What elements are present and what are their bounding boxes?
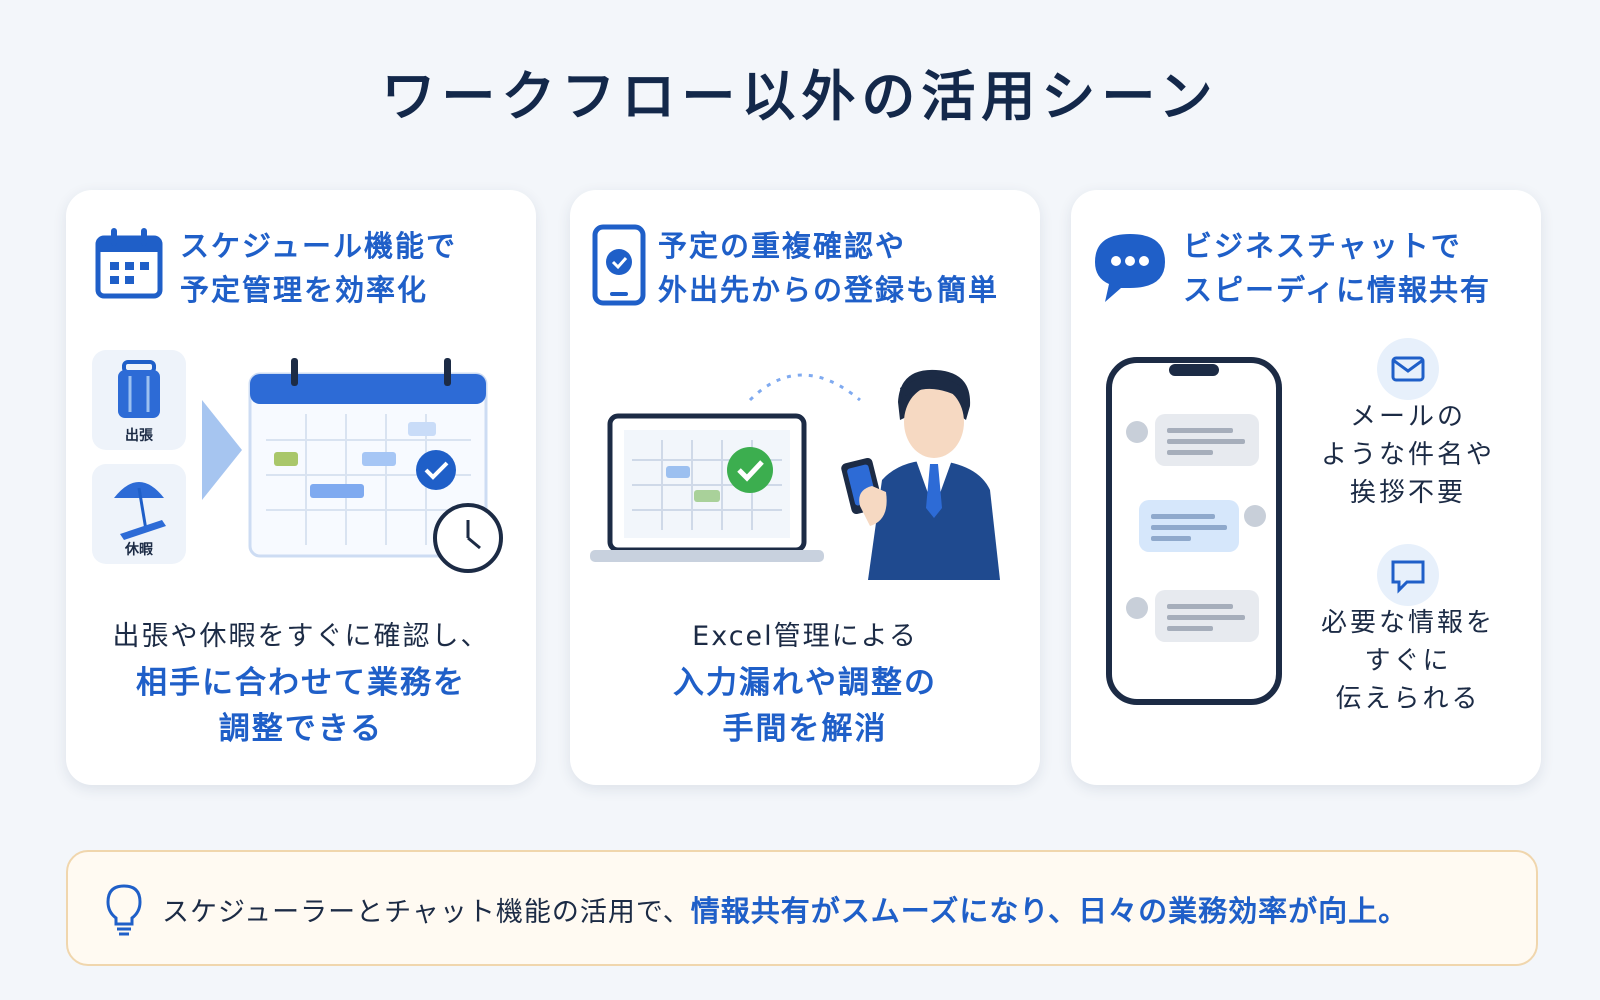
smartphone-check-icon	[592, 224, 646, 306]
sync-dotted-arc	[748, 373, 861, 402]
card-heading-line1: ビジネスチャットで	[1183, 229, 1462, 263]
chip-vacation: 休暇	[92, 464, 186, 564]
beach-umbrella-icon	[114, 482, 166, 540]
registration-illustration	[590, 369, 1000, 580]
chip-label-trip: 出張	[125, 427, 154, 444]
card-header: ビジネスチャットで スピーディに情報共有	[1087, 224, 1527, 312]
calendar-illustration	[248, 358, 488, 558]
card-header: スケジュール機能で 予定管理を効率化	[94, 224, 522, 312]
businessman-illustration	[841, 369, 1000, 580]
card-heading-line2: 予定管理を効率化	[180, 273, 429, 307]
tip-text-strong: 情報共有がスムーズになり、日々の業務効率が向上。	[690, 894, 1409, 928]
card-registration: 予定の重複確認や 外出先からの登録も簡単	[570, 190, 1040, 785]
tip-box: スケジューラーとチャット機能の活用で、情報共有がスムーズになり、日々の業務効率が…	[66, 850, 1538, 966]
card-caption: Excel管理による 入力漏れや調整の 手間を解消	[570, 614, 1040, 752]
arrow-icon	[202, 400, 242, 500]
message-icon	[1377, 544, 1439, 606]
chat-message-sent	[1139, 500, 1266, 552]
caption-line1: Excel管理による	[692, 621, 918, 652]
schedule-illustration: 出張 休暇	[92, 350, 503, 573]
caption-strong-line1: 入力漏れや調整の	[673, 665, 937, 701]
chat-message-received	[1126, 590, 1259, 642]
caption-line1: 出張や休暇をすぐに確認し、	[112, 621, 490, 652]
chip-business-trip: 出張	[92, 350, 186, 450]
chat-message-received	[1126, 414, 1259, 466]
card-heading-line1: スケジュール機能で	[180, 229, 457, 263]
chat-bubble-icon	[1095, 234, 1165, 302]
chip-label-vacation: 休暇	[124, 541, 153, 558]
laptop-illustration	[590, 413, 824, 562]
caption-strong-line1: 相手に合わせて業務を	[136, 665, 466, 701]
tip-text: スケジューラーとチャット機能の活用で、情報共有がスムーズになり、日々の業務効率が…	[162, 888, 1408, 930]
page-title: ワークフロー以外の活用シーン	[381, 65, 1219, 128]
caption-strong-line2: 調整できる	[218, 711, 384, 747]
clock-icon	[433, 503, 503, 573]
calendar-icon	[95, 228, 163, 299]
side-text-message: 必要な情報を すぐに 伝えられる	[1320, 608, 1495, 714]
card-schedule: スケジュール機能で 予定管理を効率化 出張 休暇	[66, 190, 536, 785]
phone-chat-illustration	[1106, 357, 1282, 705]
card-header: 予定の重複確認や 外出先からの登録も簡単	[592, 224, 1026, 312]
caption-strong-line2: 手間を解消	[722, 711, 888, 747]
lightbulb-icon	[106, 884, 142, 936]
card-heading-line1: 予定の重複確認や	[658, 229, 907, 263]
card-caption: 出張や休暇をすぐに確認し、 相手に合わせて業務を 調整できる	[66, 614, 536, 752]
tip-text-plain: スケジューラーとチャット機能の活用で、	[162, 897, 691, 928]
suitcase-icon	[118, 360, 160, 418]
mail-icon	[1377, 338, 1439, 400]
card-heading-line2: 外出先からの登録も簡単	[658, 273, 1000, 307]
card-chat: ビジネスチャットで スピーディに情報共有	[1071, 190, 1541, 785]
side-text-mail: メールの ような件名や 挨拶不要	[1320, 402, 1495, 508]
card-heading-line2: スピーディに情報共有	[1183, 273, 1491, 307]
